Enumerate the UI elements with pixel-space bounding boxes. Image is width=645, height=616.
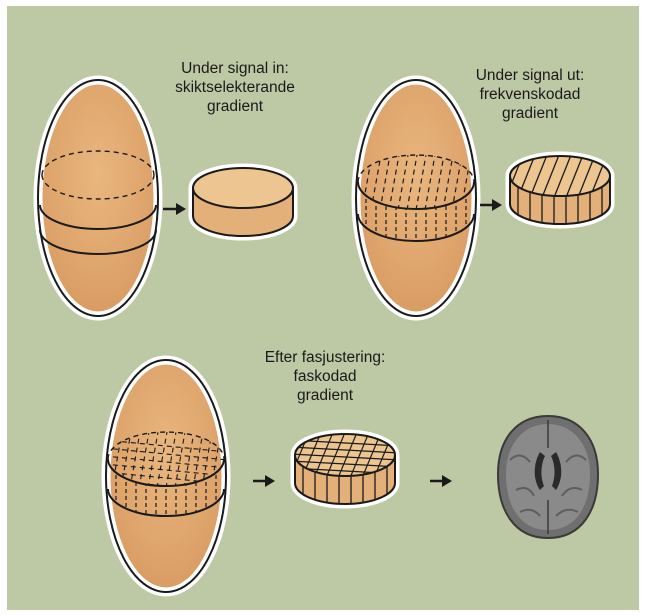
step2-ellipsoid [356, 80, 476, 316]
step1-slice-disk [193, 168, 293, 236]
step3-arrow-1 [253, 475, 275, 487]
step3-ellipsoid [104, 360, 228, 592]
step2-slice-disk [505, 150, 621, 230]
step1-ellipsoid [38, 80, 158, 316]
brain-mri-image [498, 416, 598, 538]
step1-arrow [163, 203, 186, 215]
step2-arrow [480, 199, 502, 211]
step3-slice-disk [290, 430, 406, 510]
step3-arrow-2 [430, 475, 452, 487]
